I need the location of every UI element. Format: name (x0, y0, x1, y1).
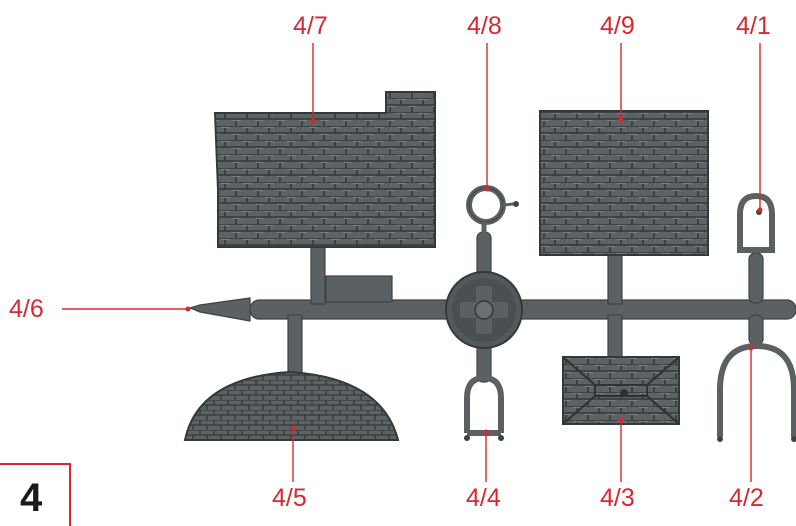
gate-4-2-upper (748, 314, 764, 346)
part-4-6-spike (188, 297, 251, 322)
part-4-8-ring (466, 185, 519, 234)
part-4-1-loop (737, 192, 775, 253)
gate-4-3 (607, 314, 623, 361)
sheet-number: 4 (20, 476, 43, 520)
sprue-frame (188, 231, 796, 383)
leader-endpoints (185, 117, 763, 435)
part-4-3-cap (562, 356, 680, 425)
gate-4-7 (310, 243, 326, 305)
label-4-4: 4/4 (466, 484, 501, 512)
part-4-5-dome (183, 370, 400, 441)
label-4-1: 4/1 (736, 12, 771, 40)
tab-4-7 (325, 275, 393, 303)
label-4-2: 4/2 (729, 484, 764, 512)
gate-4-5 (287, 314, 303, 376)
label-4-7: 4/7 (293, 12, 328, 40)
gate-4-1-lower (748, 252, 764, 304)
part-4-7-wall (213, 91, 436, 248)
label-4-3: 4/3 (600, 484, 635, 512)
label-4-8: 4/8 (467, 12, 502, 40)
label-4-5: 4/5 (272, 484, 307, 512)
label-4-6: 4/6 (9, 295, 44, 323)
leader-lines (62, 43, 761, 482)
main-runner (249, 299, 796, 320)
part-4-9-wall (539, 110, 709, 256)
sprue-hub (445, 271, 523, 349)
sheet-number-box: 4 (0, 463, 71, 526)
label-4-9: 4/9 (600, 12, 635, 40)
part-4-2-arch (717, 342, 796, 442)
